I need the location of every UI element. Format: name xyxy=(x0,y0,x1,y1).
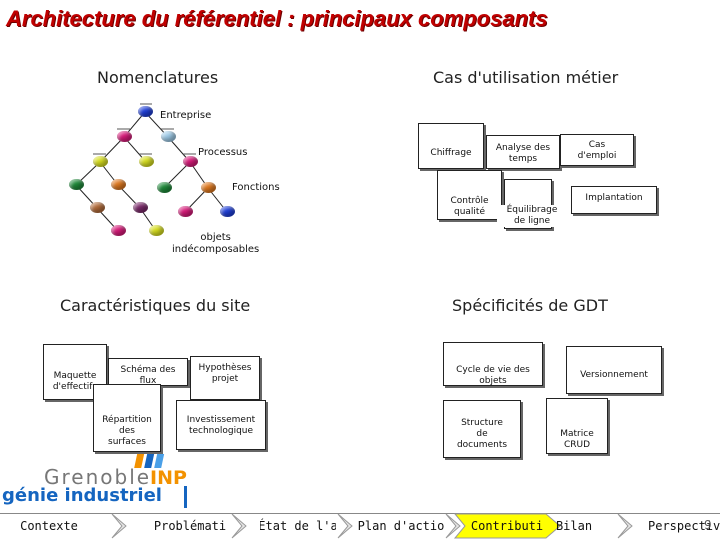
gdt-box-matrice-crud: Matrice CRUD xyxy=(546,398,608,454)
gdt-label: Matrice CRUD xyxy=(560,429,594,450)
tree-node xyxy=(220,206,235,217)
usecase-label: Cas d'emploi xyxy=(577,140,617,161)
logo-inp-text: INP xyxy=(150,467,187,489)
footer-nav-bilan[interactable]: Bilan xyxy=(555,519,593,533)
tree-node xyxy=(183,156,198,167)
usecase-label: Analyse des temps xyxy=(495,143,551,164)
footer-nav-perspectives[interactable]: Perspectiv xyxy=(648,519,720,533)
site-label: Schéma des flux xyxy=(120,365,176,386)
nomenclatures-heading: Nomenclatures xyxy=(97,68,219,87)
tree-node xyxy=(201,182,216,193)
tree-node xyxy=(111,225,126,236)
tree-node xyxy=(90,202,105,213)
gdt-label: Structure de documents xyxy=(456,418,508,450)
site-box-repartition: Répartition des surfaces xyxy=(93,384,161,452)
usecase-label: Chiffrage xyxy=(430,148,472,158)
usecase-box-chiffrage: Chiffrage xyxy=(418,123,484,169)
cas-utilisation-heading: Cas d'utilisation métier xyxy=(433,68,619,87)
site-box-investissement: Investissement technologique xyxy=(176,400,266,450)
tree-node xyxy=(157,182,172,193)
logo-graphic xyxy=(134,454,187,508)
level-label-processus: Processus xyxy=(198,147,248,158)
footer-nav-etat-art[interactable]: État de l'a xyxy=(260,519,336,533)
level-label-objets: objets indécomposables xyxy=(172,232,260,255)
footer-nav-plan-action[interactable]: Plan d'actio xyxy=(358,519,444,533)
site-label: Hypothèses projet xyxy=(198,363,252,384)
tree-node-root xyxy=(138,106,153,117)
tree-node xyxy=(149,225,164,236)
page-number: 9 xyxy=(704,518,712,532)
logo-genie-industriel-text: génie industriel xyxy=(2,485,162,506)
footer-nav-contribution[interactable]: Contributi xyxy=(470,519,544,533)
tree-node xyxy=(93,156,108,167)
tree-node xyxy=(111,179,126,190)
gdt-box-cycle-vie: Cycle de vie des objets xyxy=(443,342,543,386)
footer-nav-contexte[interactable]: Contexte xyxy=(20,519,78,533)
usecase-box-implantation: Implantation xyxy=(571,186,657,214)
tree-node xyxy=(178,206,193,217)
gdt-label: Versionnement xyxy=(580,370,648,380)
site-box-hypotheses: Hypothèses projet xyxy=(190,356,260,400)
slide-title: Architecture du référentiel : principaux… xyxy=(6,6,548,31)
level-label-entreprise: Entreprise xyxy=(160,110,212,121)
level-label-fonctions: Fonctions xyxy=(232,182,280,193)
gdt-label: Cycle de vie des objets xyxy=(456,365,530,386)
site-box-schema-flux: Schéma des flux xyxy=(108,358,188,386)
usecase-label: Contrôle qualité xyxy=(450,196,489,217)
tree-node xyxy=(161,131,176,142)
usecase-box-equilibrage: Équilibrage de ligne xyxy=(497,179,567,229)
footer-nav-problematique[interactable]: Problémati xyxy=(153,519,227,533)
logo-grenoble-text: Grenoble xyxy=(44,465,152,489)
site-label: Maquette d'effectifs xyxy=(52,371,98,392)
tree-node xyxy=(69,179,84,190)
usecase-box-analyse-temps: Analyse des temps xyxy=(486,135,560,169)
tree-node xyxy=(117,131,132,142)
usecase-label: Implantation xyxy=(585,193,643,203)
site-label: Investissement technologique xyxy=(186,415,256,436)
usecase-box-cas-emploi: Cas d'emploi xyxy=(560,134,634,166)
site-label: Répartition des surfaces xyxy=(102,415,152,447)
caracteristiques-heading: Caractéristiques du site xyxy=(60,296,251,315)
gdt-box-versionnement: Versionnement xyxy=(566,346,662,394)
tree-node xyxy=(139,156,154,167)
footer-nav-bar xyxy=(0,513,720,539)
usecase-box-controle-qualite: Contrôle qualité xyxy=(437,170,502,220)
specificites-heading: Spécificités de GDT xyxy=(452,296,608,315)
tree-node xyxy=(133,202,148,213)
gdt-box-structure-docs: Structure de documents xyxy=(443,400,521,458)
usecase-label: Équilibrage de ligne xyxy=(497,205,567,227)
